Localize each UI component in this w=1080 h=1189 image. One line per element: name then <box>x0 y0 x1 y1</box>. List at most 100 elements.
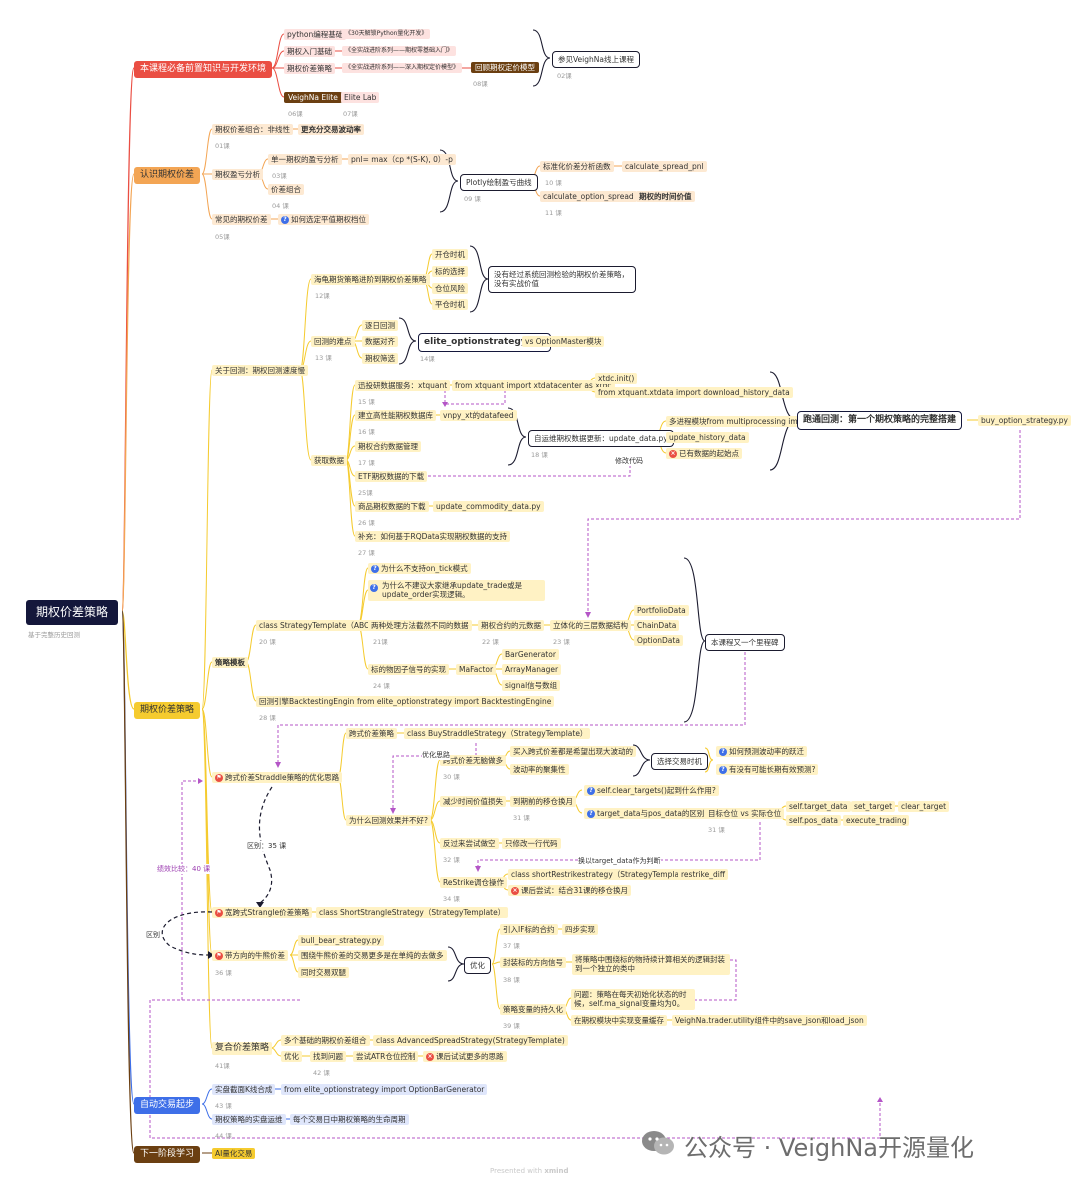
clear-target[interactable]: clear_target <box>898 801 950 813</box>
why-backtest-bad[interactable]: 为什么回测效果并不好? <box>346 815 431 827</box>
elite-optionstrategy-module[interactable]: elite_optionstrategy模块 <box>418 333 551 353</box>
position-risk[interactable]: 仓位风险 <box>432 283 468 295</box>
rqdata-support[interactable]: 补充：如何基于RQData实现期权数据的支持 <box>355 531 511 543</box>
strategy-template[interactable]: 策略模板 <box>212 657 248 669</box>
update-commodity-data[interactable]: update_commodity_data.py <box>433 501 544 513</box>
three-layer-structure[interactable]: 立体化的三层数据结构 <box>550 620 631 632</box>
why-no-tick[interactable]: ?为什么不支持on_tick模式 <box>368 563 471 575</box>
target-vs-actual[interactable]: 目标仓位 vs 实际仓位 <box>705 808 785 820</box>
long-term-prediction[interactable]: ?有没有可能长期有效预测? <box>716 764 819 776</box>
plotly-pnl-curve[interactable]: Plotly绘制盈亏曲线 <box>460 174 538 192</box>
data-alignment[interactable]: 数据对齐 <box>362 336 398 348</box>
no-backtest-no-value[interactable]: 没有经过系统回测检验的期权价差策略，没有实战价值 <box>488 266 636 293</box>
commodity-option-download[interactable]: 商品期权数据的下载 <box>355 501 429 513</box>
python-book[interactable]: 《30天解锁Python量化开发》 <box>342 29 431 39</box>
about-backtest[interactable]: 关于回测：期权回测速度慢 <box>212 365 308 377</box>
etf-option-download[interactable]: ETF期权数据的下载 <box>355 471 428 483</box>
xtquant-import[interactable]: from xtquant import xtdatacenter as xtdc <box>452 380 615 392</box>
vol-clustering[interactable]: 波动率的聚集性 <box>510 764 569 776</box>
set-target[interactable]: set_target <box>851 801 896 813</box>
ai-quant[interactable]: AI量化交易 <box>212 1148 256 1160</box>
select-atm[interactable]: ?如何选定平值期权档位 <box>278 214 369 226</box>
factor-signal[interactable]: 标的物因子信号的实现 <box>368 664 449 676</box>
two-handlers[interactable]: 两种处理方法截然不同的数据 <box>368 620 472 632</box>
introduce-if[interactable]: 引入IF标的合约 <box>500 924 558 936</box>
signal-array[interactable]: signal信号数组 <box>502 680 561 692</box>
branch-next-stage[interactable]: 下一阶段学习 <box>134 1146 201 1164</box>
roll-before-expiry[interactable]: 到期前的移仓换月 <box>510 796 576 808</box>
straddle-optimization[interactable]: ⚑跨式价差Straddle策略的优化思路 <box>212 772 343 784</box>
option-intro-book[interactable]: 《全实战进阶系列——期权零基础入门》 <box>342 46 457 56</box>
build-option-db[interactable]: 建立高性能期权数据库 <box>355 410 436 422</box>
online-course[interactable]: 参见VeighNa线上课程 <box>552 51 640 69</box>
realtime-bar-synthesis[interactable]: 实盘截面K线合成 <box>212 1084 276 1096</box>
time-value[interactable]: 期权的时间价值 <box>636 191 695 203</box>
branch-spread-strategy[interactable]: 期权价差策略 <box>134 702 201 720</box>
close-timing[interactable]: 平仓时机 <box>432 299 468 311</box>
existing-data-start[interactable]: ×已有数据的起始点 <box>666 448 742 460</box>
multiprocessing[interactable]: 多进程模块from multiprocessing import <box>666 416 817 428</box>
xtquant-service[interactable]: 迅投研数据服务：xtquant <box>355 380 451 392</box>
open-timing[interactable]: 开仓时机 <box>432 249 468 261</box>
option-filter[interactable]: 期权筛选 <box>362 353 398 365</box>
live-ops[interactable]: 期权策略的实盘运维 <box>212 1114 286 1126</box>
try-more-ideas[interactable]: ×课后试试更多的思路 <box>423 1051 507 1063</box>
portfolio-data[interactable]: PortfolioData <box>634 605 689 617</box>
class-strategy-template[interactable]: class StrategyTemplate（ABC） <box>256 620 380 632</box>
root-topic[interactable]: 期权价差策略 <box>26 600 119 625</box>
spread-combo-nonlinear[interactable]: 期权价差组合：非线性 <box>212 124 293 136</box>
self-target-data[interactable]: self.target_data <box>786 801 851 813</box>
std-spread-func[interactable]: 标准化价差分析函数 <box>540 161 614 173</box>
common-spreads[interactable]: 常见的期权价差 <box>212 214 271 226</box>
self-pos-data[interactable]: self.pos_data <box>786 815 841 827</box>
select-trade-timing[interactable]: 选择交易时机 <box>651 753 708 771</box>
buy-straddle-class[interactable]: class BuyStraddleStrategy（StrategyTempla… <box>404 728 591 740</box>
find-issue[interactable]: 找到问题 <box>310 1051 346 1063</box>
persist-variables[interactable]: 策略变量的持久化 <box>500 1004 566 1016</box>
short-strangle-class[interactable]: class ShortStrangleStrategy（StrategyTemp… <box>316 907 509 919</box>
one-line-change[interactable]: 只修改一行代码 <box>502 838 561 850</box>
chain-data[interactable]: ChainData <box>634 620 680 632</box>
implement-cache[interactable]: 在期权模块中实现变量缓存 <box>571 1015 667 1027</box>
sync-two-legs[interactable]: 同时交易双腿 <box>298 967 349 979</box>
bar-generator[interactable]: BarGenerator <box>502 649 559 661</box>
vnpy-utility[interactable]: VeighNa.trader.utility组件中的save_json和load… <box>672 1015 867 1027</box>
four-steps[interactable]: 四步实现 <box>562 924 598 936</box>
array-manager[interactable]: ArrayManager <box>502 664 562 676</box>
multi-basic-spread[interactable]: 多个基础的期权价差组合 <box>281 1035 370 1047</box>
persist-problem[interactable]: 问题：策略在每天初始化状态的时候，self.ma_signal变量均为0。 <box>571 989 695 1010</box>
daily-backtest[interactable]: 逐日回测 <box>362 320 398 332</box>
option-intro[interactable]: 期权入门基础 <box>284 46 335 58</box>
python-basics[interactable]: python编程基础 <box>284 29 347 41</box>
get-data[interactable]: 获取数据 <box>311 455 347 467</box>
strangle-strategy[interactable]: ⚑宽跨式Strangle价差策略 <box>212 907 313 919</box>
calculate-spread-pnl[interactable]: calculate_spread_pnl <box>622 161 707 173</box>
target-vs-pos[interactable]: ?target_data与pos_data的区别 <box>584 808 708 820</box>
spread-strategy-topic[interactable]: 期权价差策略 <box>284 63 335 75</box>
single-option-pnl[interactable]: 单一期权的盈亏分析 <box>268 154 342 166</box>
trade-volatility[interactable]: 更充分交易波动率 <box>298 124 364 136</box>
bull-bear-spread[interactable]: ⚑带方向的牛熊价差 <box>212 950 288 962</box>
restrike-diff[interactable]: restrike_diff <box>678 869 729 881</box>
vs-optionmaster[interactable]: vs OptionMaster模块 <box>522 336 605 348</box>
underlying-choice[interactable]: 标的选择 <box>432 266 468 278</box>
update-history-data[interactable]: update_history_data <box>666 432 749 444</box>
milestone[interactable]: 本课程又一个里程碑 <box>705 634 785 652</box>
straddle-strategy[interactable]: 跨式价差策略 <box>346 728 397 740</box>
advanced-spread-class[interactable]: class AdvancedSpreadStrategy(StrategyTem… <box>373 1035 568 1047</box>
option-metadata[interactable]: 期权合约的元数据 <box>478 620 544 632</box>
buy-option-strategy[interactable]: buy_option_strategy.py <box>978 415 1071 427</box>
xt-download[interactable]: from xtquant.xtdata import download_hist… <box>595 387 793 399</box>
buy-straddle-expect[interactable]: 买入跨式价差都是希望出现大波动的 <box>510 746 636 758</box>
vnpy-elite[interactable]: VeighNa Elite <box>284 92 342 104</box>
straddle-long[interactable]: 跨式价差无脑做多 <box>440 755 506 767</box>
calculate-option-spread[interactable]: calculate_option_spread <box>540 191 637 203</box>
engine-import[interactable]: from elite_optionstrategy import Backtes… <box>354 696 555 708</box>
elite-lab[interactable]: Elite Lab <box>341 92 380 104</box>
backtesting-engine[interactable]: 回测引擎BacktestingEngine <box>256 696 362 708</box>
encapsulate-signal[interactable]: 封装标的方向信号 <box>500 957 566 969</box>
auto-update-data[interactable]: 自运维期权数据更新：update_data.py <box>528 430 674 448</box>
branch-prerequisites[interactable]: 本课程必备前置知识与开发环境 <box>134 61 273 79</box>
reduce-time-decay[interactable]: 减少时间价值损失 <box>440 796 506 808</box>
backtest-difficulty[interactable]: 回测的难点 <box>311 336 355 348</box>
